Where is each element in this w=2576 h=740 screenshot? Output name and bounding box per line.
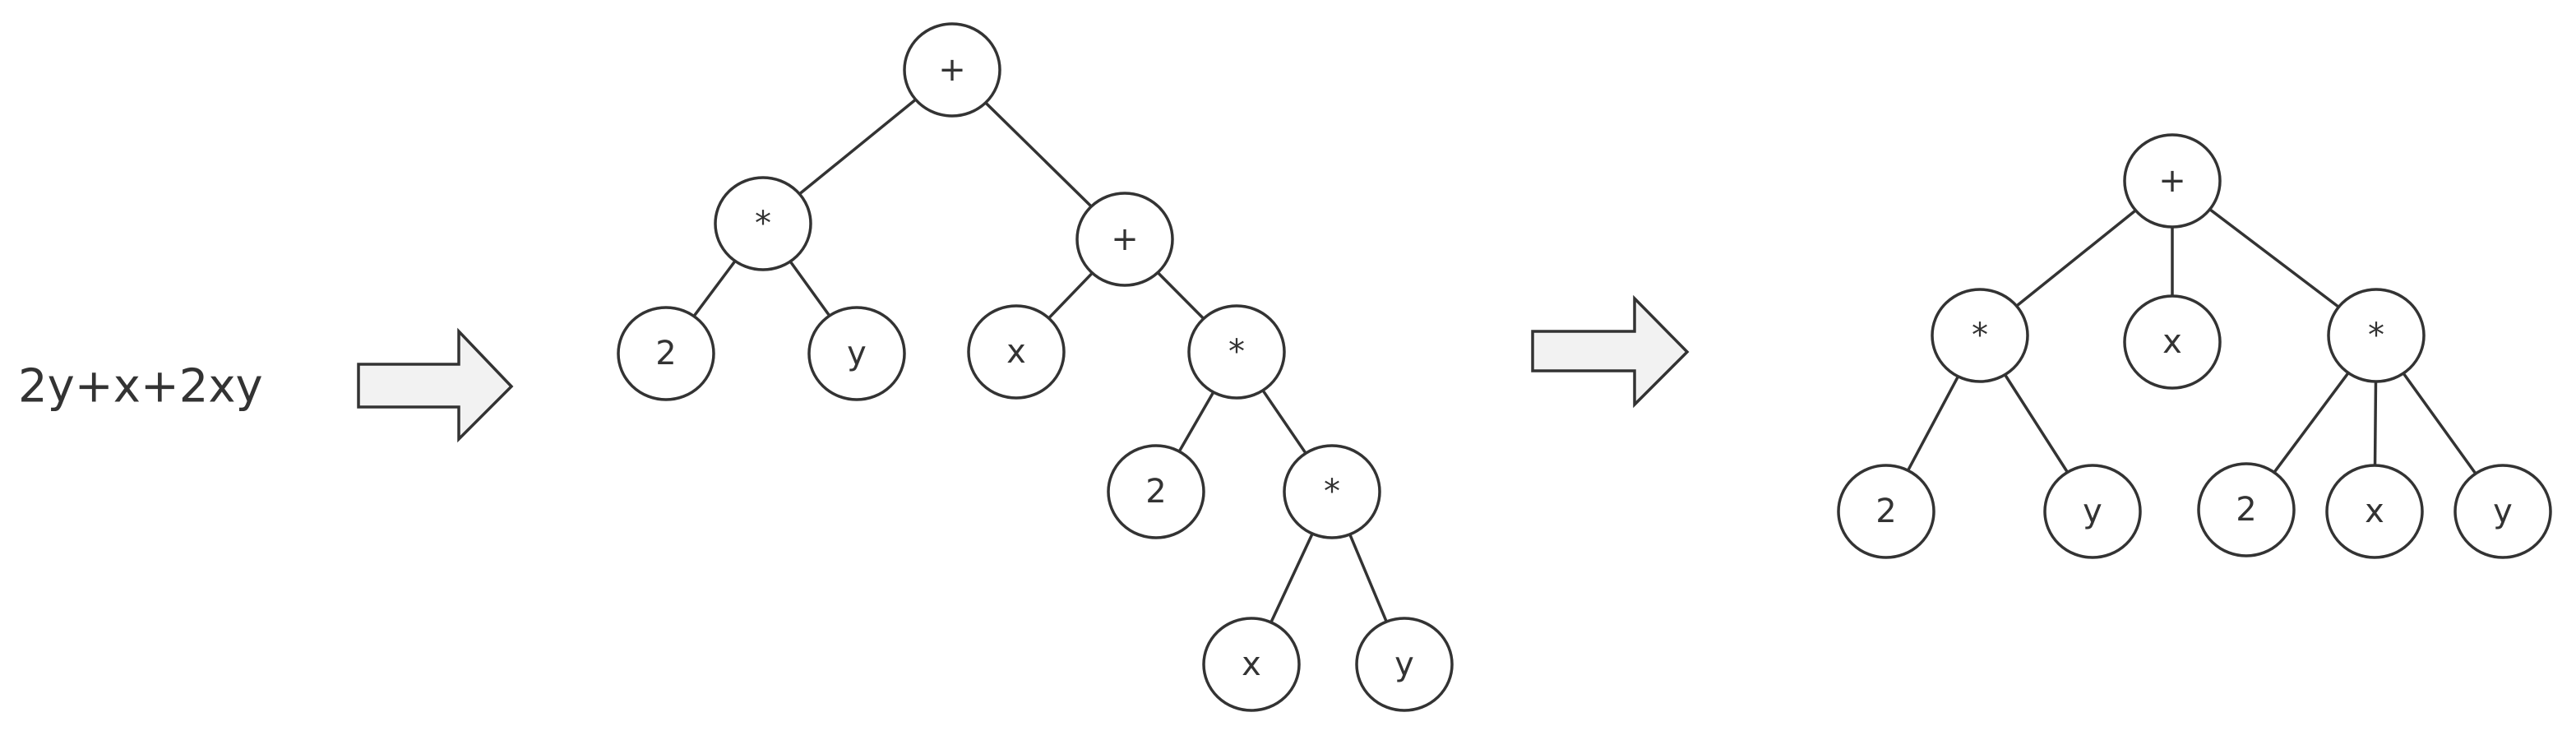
transform-arrow-1 (357, 327, 514, 443)
binary-tree-edge (1177, 391, 1215, 452)
node-circle (2453, 464, 2552, 559)
binary-tree-node: + (1075, 192, 1174, 287)
node-label: x (2162, 323, 2182, 361)
node-label: y (1394, 645, 1414, 683)
binary-tree-edge (1156, 271, 1205, 320)
node-label: * (1972, 317, 1988, 354)
node-label: * (755, 205, 771, 243)
binary-tree-node: y (807, 306, 906, 401)
node-circle (1202, 617, 1301, 712)
node-circle (1837, 464, 1935, 559)
binary-tree-node: y (1355, 617, 1454, 712)
binary-tree-node: * (1283, 444, 1381, 539)
flattened-tree-node: x (2325, 464, 2424, 559)
flattened-tree-edge (1907, 376, 1959, 471)
node-circle (617, 306, 715, 401)
flattened-tree-node: + (2123, 133, 2222, 229)
node-label: + (938, 51, 966, 89)
node-circle (1187, 304, 1286, 400)
binary-tree-edge (692, 260, 737, 317)
node-circle (2123, 133, 2222, 229)
flattened-tree-node: y (2453, 464, 2552, 559)
node-label: x (1242, 645, 1261, 683)
edges-layer (692, 98, 2477, 623)
node-circle (2327, 288, 2426, 383)
node-label: y (847, 335, 867, 372)
expression-label: 2y+x+2xy (18, 360, 263, 414)
binary-tree-node: + (903, 22, 1001, 118)
node-label: * (2368, 317, 2384, 354)
node-circle (903, 22, 1001, 118)
binary-tree-node: 2 (617, 306, 715, 401)
node-circle (1107, 444, 1205, 539)
binary-tree-edge (1348, 534, 1388, 622)
node-label: + (1111, 220, 1139, 258)
node-circle (1283, 444, 1381, 539)
flattened-tree-edge (2015, 209, 2137, 308)
node-label: + (2158, 162, 2186, 200)
node-label: 2 (655, 335, 676, 372)
flattened-tree-node: 2 (2197, 462, 2296, 557)
flattened-tree-edge (2402, 372, 2477, 474)
binary-tree-node: * (714, 176, 812, 271)
node-circle (2123, 294, 2222, 390)
binary-tree-node: 2 (1107, 444, 1205, 539)
node-label: 2 (1145, 473, 1166, 511)
flattened-tree-node: y (2043, 464, 2142, 559)
node-circle (807, 306, 906, 401)
flattened-tree-edge (2273, 372, 2350, 474)
flattened-tree-node: 2 (1837, 464, 1935, 559)
nodes-layer: + * +2 y x * 2 * x y + * x * 2 y 2 x y (617, 22, 2552, 712)
node-circle (714, 176, 812, 271)
node-label: 2 (2236, 491, 2256, 529)
binary-tree-edge (984, 101, 1093, 208)
binary-tree-node: x (967, 304, 1066, 400)
node-circle (2325, 464, 2424, 559)
binary-tree-node: * (1187, 304, 1286, 400)
node-circle (1931, 288, 2029, 383)
node-circle (2043, 464, 2142, 559)
node-label: 2 (1875, 493, 1896, 530)
binary-tree-edge (789, 261, 831, 317)
transform-arrow-2 (1531, 294, 1690, 409)
binary-tree-edge (1048, 271, 1094, 320)
binary-tree-edge (1270, 533, 1314, 623)
node-circle (1355, 617, 1454, 712)
node-label: * (1228, 333, 1245, 371)
node-label: y (2083, 493, 2102, 530)
binary-tree-edge (1261, 389, 1307, 455)
binary-tree-edge (798, 98, 918, 196)
binary-tree-node: x (1202, 617, 1301, 712)
node-label: * (1324, 473, 1340, 511)
flattened-tree-edge (2208, 207, 2340, 309)
node-label: x (1006, 333, 1026, 371)
flattened-tree-node: * (1931, 288, 2029, 383)
node-circle (967, 304, 1066, 400)
flattened-tree-edge (2373, 382, 2378, 465)
node-label: x (2365, 493, 2384, 530)
flattened-tree-node: * (2327, 288, 2426, 383)
node-label: y (2493, 493, 2513, 530)
flattened-tree-edge (2004, 373, 2069, 474)
flattened-tree-node: x (2123, 294, 2222, 390)
node-circle (1075, 192, 1174, 287)
node-circle (2197, 462, 2296, 557)
